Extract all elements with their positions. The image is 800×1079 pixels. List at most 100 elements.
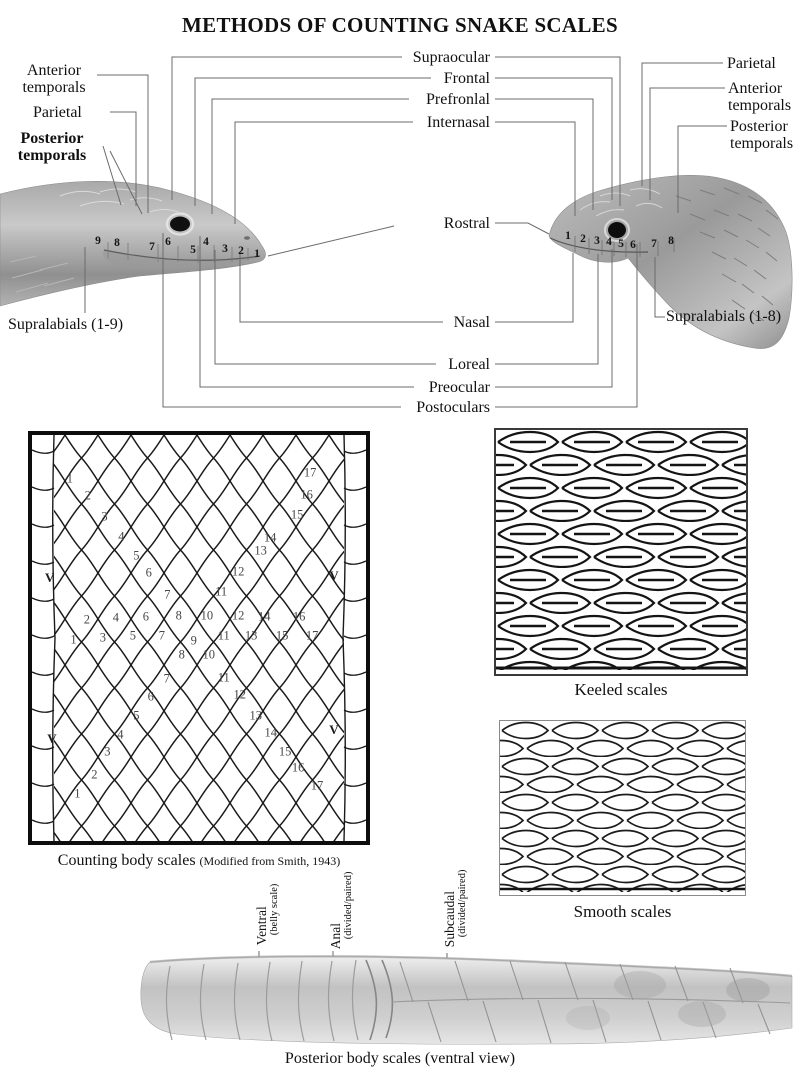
keeled-caption: Keeled scales <box>574 680 668 699</box>
scale-count-number: 15 <box>278 744 292 759</box>
scale-count-number: 4 <box>112 610 119 625</box>
ventral-scale-marker: V <box>47 731 57 747</box>
label-anterior-temporals-left: Anterior temporals <box>22 62 86 97</box>
scale-count-number: 4 <box>118 529 125 544</box>
label-subcaudal-sub: (divided/paired) <box>456 869 468 938</box>
supralabial-number: 8 <box>668 235 674 247</box>
scale-count-number: 7 <box>158 628 165 643</box>
scale-count-number: 16 <box>291 760 305 775</box>
label-preocular: Preocular <box>428 379 490 396</box>
label-parietal-left: Parietal <box>33 104 82 121</box>
scale-count-number: 7 <box>164 587 171 602</box>
supralabial-number: 3 <box>594 235 600 247</box>
label-nasal: Nasal <box>453 314 490 331</box>
supralabial-number: 2 <box>580 233 586 245</box>
ventral-scute-lines <box>165 959 359 1042</box>
scale-count-number: 13 <box>244 628 258 643</box>
supralabial-number: 3 <box>222 243 228 255</box>
scale-count-number: 1 <box>70 632 77 647</box>
scale-count-number: 2 <box>84 488 91 503</box>
body-scale-pattern <box>31 427 367 849</box>
scale-count-number: 17 <box>303 465 317 480</box>
ventral-scale-edges <box>31 449 367 824</box>
scale-count-number: 16 <box>300 487 313 502</box>
scale-count-number: 8 <box>175 608 182 623</box>
scale-count-number: 6 <box>147 689 154 703</box>
label-posterior-temporals-right: Posterior temporals <box>730 118 794 153</box>
label-parietal-right: Parietal <box>727 55 776 72</box>
scale-count-number: 6 <box>142 609 149 624</box>
label-frontal: Frontal <box>443 70 490 87</box>
label-internasal: Internasal <box>426 114 490 131</box>
ventral-scale-marker: V <box>329 721 339 737</box>
scale-count-number: 17 <box>305 628 319 643</box>
label-prefronlal: Prefronlal <box>426 91 490 108</box>
scale-count-number: 12 <box>231 564 245 579</box>
scale-count-number: 14 <box>263 530 277 545</box>
counting-caption: Counting body scales (Modified from Smit… <box>28 852 370 870</box>
supralabial-number: 5 <box>190 244 196 256</box>
label-rostral: Rostral <box>443 215 490 232</box>
ventral-view-photo <box>140 955 793 1045</box>
scale-count-number: 3 <box>104 744 111 759</box>
scale-count-number: 10 <box>202 647 216 662</box>
scale-count-number: 2 <box>91 767 98 782</box>
scale-count-number: 5 <box>129 628 136 643</box>
supralabial-number: 7 <box>651 238 657 250</box>
label-anterior-temporals-right: Anterior temporals <box>728 80 792 115</box>
label-subcaudal: Subcaudal (divided/paired) <box>442 869 468 948</box>
label-supralabials-right: Supralabials (1-8) <box>666 308 782 325</box>
label-ventral-sub: (belly scale) <box>268 883 280 936</box>
scale-count-number: 13 <box>254 543 267 558</box>
scale-count-number: 12 <box>231 608 245 623</box>
scale-count-number: 10 <box>200 608 214 623</box>
counting-caption-source: (Modified from Smith, 1943) <box>199 854 341 868</box>
label-anal-main: Anal <box>327 922 343 950</box>
anal-plate-lines <box>365 959 394 1041</box>
supralabial-number: 1 <box>565 230 571 242</box>
ventral-scale-marker: V <box>329 567 339 583</box>
scale-count-number: 7 <box>163 671 170 686</box>
scale-count-number: 13 <box>249 708 262 723</box>
subcaudal-scale-lines <box>399 960 771 1044</box>
scale-count-number: 5 <box>133 708 140 723</box>
ventral-view-caption: Posterior body scales (ventral view) <box>284 1050 516 1067</box>
scale-count-number: 4 <box>117 727 124 742</box>
scale-count-number: 3 <box>99 630 106 645</box>
label-anal: Anal (divided/paired) <box>327 872 354 950</box>
scale-count-number: 11 <box>217 670 230 685</box>
label-ventral: Ventral (belly scale) <box>253 875 280 946</box>
scale-count-number: 11 <box>217 628 230 643</box>
supralabial-number: 2 <box>238 245 244 257</box>
label-postoculars: Postoculars <box>416 399 490 416</box>
label-ventral-main: Ventral <box>253 906 269 946</box>
supralabial-number: 4 <box>606 236 612 248</box>
smooth-scales-box <box>497 718 751 896</box>
supralabial-number: 6 <box>630 239 636 251</box>
scale-count-number: 16 <box>292 609 306 623</box>
scale-count-number: 17 <box>310 778 324 793</box>
scale-count-number: 3 <box>101 509 108 524</box>
supralabial-number: 5 <box>618 238 624 250</box>
counting-caption-main: Counting body scales <box>57 852 196 869</box>
label-posterior-temporals-left: Posterior temporals <box>17 130 87 165</box>
scale-count-number: 14 <box>264 725 277 740</box>
label-loreal: Loreal <box>448 356 490 373</box>
keeled-scales-box <box>492 426 752 676</box>
label-supralabials-left: Supralabials (1-9) <box>8 316 124 333</box>
supralabial-number: 9 <box>95 235 101 247</box>
label-supraocular: Supraocular <box>412 49 490 66</box>
scale-count-number: 8 <box>178 647 185 662</box>
scale-count-number: 14 <box>257 609 271 623</box>
page-title: METHODS OF COUNTING SNAKE SCALES <box>182 13 618 37</box>
supralabial-number: 6 <box>165 236 171 248</box>
scale-count-number: 15 <box>290 507 304 522</box>
scale-count-number: 12 <box>233 687 247 702</box>
supralabial-number: 7 <box>149 241 155 253</box>
scale-count-number: 1 <box>74 786 81 801</box>
smooth-caption: Smooth scales <box>573 902 672 921</box>
